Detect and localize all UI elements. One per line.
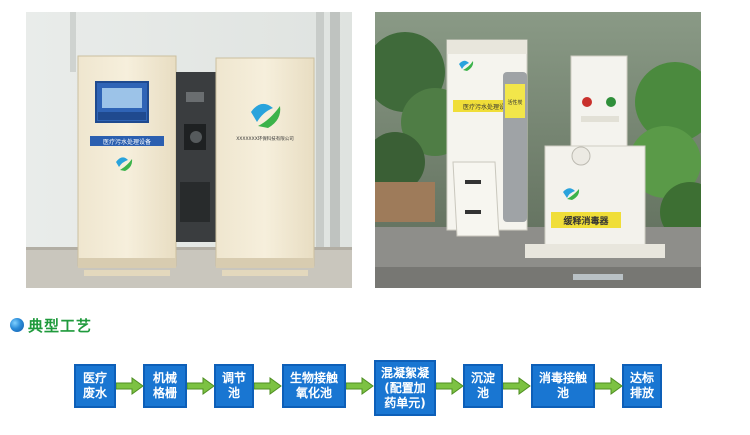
right-equipment-illustration: 医疗污水处理设备 活性炭 缓释消毒器 <box>375 12 701 288</box>
section-heading: 典型工艺 <box>10 314 92 336</box>
step-discharge: 达标 排放 <box>622 364 662 408</box>
step-sedimentation-tank: 沉淀 池 <box>463 364 503 408</box>
right-panel-label: 医疗污水处理设备 <box>463 103 511 111</box>
arrow-icon <box>346 377 374 395</box>
arrow-icon <box>116 377 144 395</box>
process-flow: 医疗 废水 机械 格栅 调节 池 生物接触 氧化池 混凝絮凝 (配置加 药单元)… <box>0 358 750 422</box>
arrow-icon <box>595 377 623 395</box>
step-mechanical-screen: 机械 格栅 <box>143 364 187 408</box>
step-coagulation: 混凝絮凝 (配置加 药单元) <box>374 360 436 416</box>
equipment-photo-right: 医疗污水处理设备 活性炭 缓释消毒器 <box>375 12 701 288</box>
arrow-icon <box>254 377 282 395</box>
step-bio-contact-oxidation: 生物接触 氧化池 <box>282 364 346 408</box>
filter-label: 活性炭 <box>507 99 522 106</box>
left-equipment-illustration: 医疗污水处理设备 XXXXXXX环保科技有限公司 <box>26 12 352 288</box>
left-company-name: XXXXXXX环保科技有限公司 <box>236 135 294 142</box>
bullet-icon <box>10 318 24 332</box>
arrow-icon <box>436 377 464 395</box>
equipment-photo-left: 医疗污水处理设备 XXXXXXX环保科技有限公司 <box>26 12 352 288</box>
left-panel-label: 医疗污水处理设备 <box>103 138 151 146</box>
section-title: 典型工艺 <box>28 316 93 335</box>
step-medical-wastewater: 医疗 废水 <box>74 364 116 408</box>
arrow-icon <box>503 377 531 395</box>
company-logo-left <box>251 103 281 128</box>
step-disinfection-contact: 消毒接触 池 <box>531 364 595 408</box>
step-equalization-tank: 调节 池 <box>214 364 254 408</box>
disinfector-sign: 缓释消毒器 <box>563 215 609 227</box>
arrow-icon <box>187 377 215 395</box>
